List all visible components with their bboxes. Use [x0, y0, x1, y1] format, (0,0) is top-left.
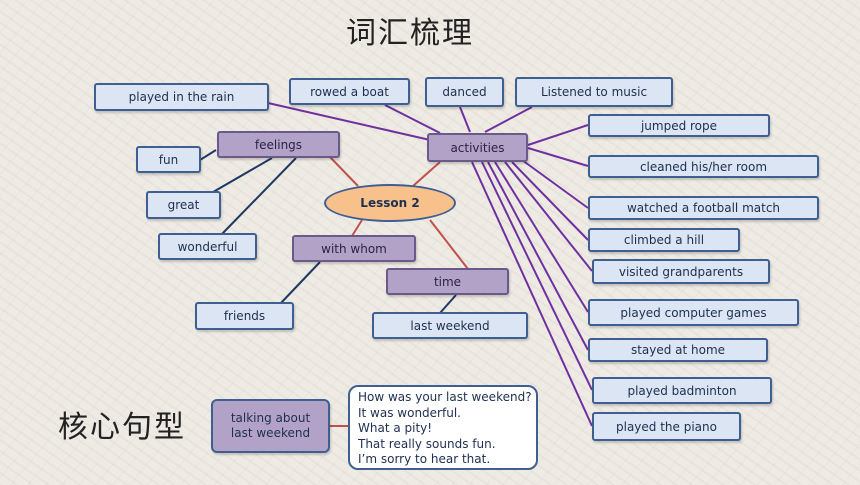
activity-rowed-a-boat: rowed a boat [289, 78, 410, 105]
line-act-grandparents [504, 161, 593, 272]
sentence-item: What a pity! [358, 421, 433, 435]
line-act-football [521, 159, 589, 209]
line-act-computer [494, 161, 589, 313]
line-time-lastweekend [439, 294, 457, 314]
line-center-with-whom [351, 219, 363, 237]
category-with-whom: with whom [292, 235, 416, 262]
category-activities: activities [427, 133, 528, 162]
activity-visited-grandparents: visited grandparents [592, 259, 770, 284]
sentences-title: 核心句型 [58, 410, 186, 445]
center-node-lesson: Lesson 2 [324, 184, 456, 222]
activity-played-badminton: played badminton [592, 377, 772, 404]
topic-line-1: talking about [230, 411, 311, 425]
feeling-wonderful: wonderful [158, 233, 257, 260]
feeling-great: great [146, 191, 221, 219]
line-center-time [429, 219, 469, 270]
line-act-boat [384, 104, 441, 134]
line-act-danced [459, 106, 471, 133]
line-act-cleaned [527, 147, 589, 167]
line-act-music [484, 106, 533, 133]
line-act-badminton [481, 161, 593, 391]
vocab-title: 词汇梳理 [346, 16, 474, 51]
sentence-item: How was your last weekend? [358, 390, 532, 404]
activity-danced: danced [425, 77, 504, 107]
topic-line-2: last weekend [230, 426, 311, 440]
line-act-home [487, 161, 589, 351]
feeling-fun: fun [136, 146, 201, 173]
line-act-hill [511, 161, 589, 241]
with-whom-friends: friends [195, 302, 294, 330]
sentence-item: I’m sorry to hear that. [358, 452, 491, 466]
time-last-weekend: last weekend [372, 312, 528, 339]
activity-watched-football: watched a football match [588, 196, 819, 220]
category-feelings: feelings [217, 131, 340, 158]
activity-stayed-at-home: stayed at home [588, 338, 768, 362]
activity-jumped-rope: jumped rope [588, 114, 770, 137]
activity-listened-to-music: Listened to music [515, 77, 673, 107]
line-act-jumped [527, 124, 589, 146]
activity-played-computer-games: played computer games [588, 299, 799, 326]
sentence-item: It was wonderful. [358, 405, 461, 420]
line-act-rain [267, 102, 431, 141]
sentence-list: How was your last weekend? It was wonder… [348, 385, 538, 470]
category-time: time [386, 268, 509, 295]
line-withwhom-friends [279, 261, 321, 305]
sentence-item: That really sounds fun. [358, 436, 496, 451]
activity-played-the-piano: played the piano [592, 412, 741, 441]
line-center-feelings [329, 156, 359, 187]
line-center-activities [412, 161, 441, 187]
topic-talking-about-last-weekend: talking about last weekend [211, 399, 330, 453]
line-act-piano [471, 161, 593, 427]
line-feelings-wonderful [221, 157, 297, 235]
line-feelings-fun [199, 149, 217, 161]
activity-cleaned-room: cleaned his/her room [588, 155, 819, 178]
activity-played-in-the-rain: played in the rain [94, 83, 269, 111]
activity-climbed-a-hill: climbed a hill [588, 228, 740, 252]
